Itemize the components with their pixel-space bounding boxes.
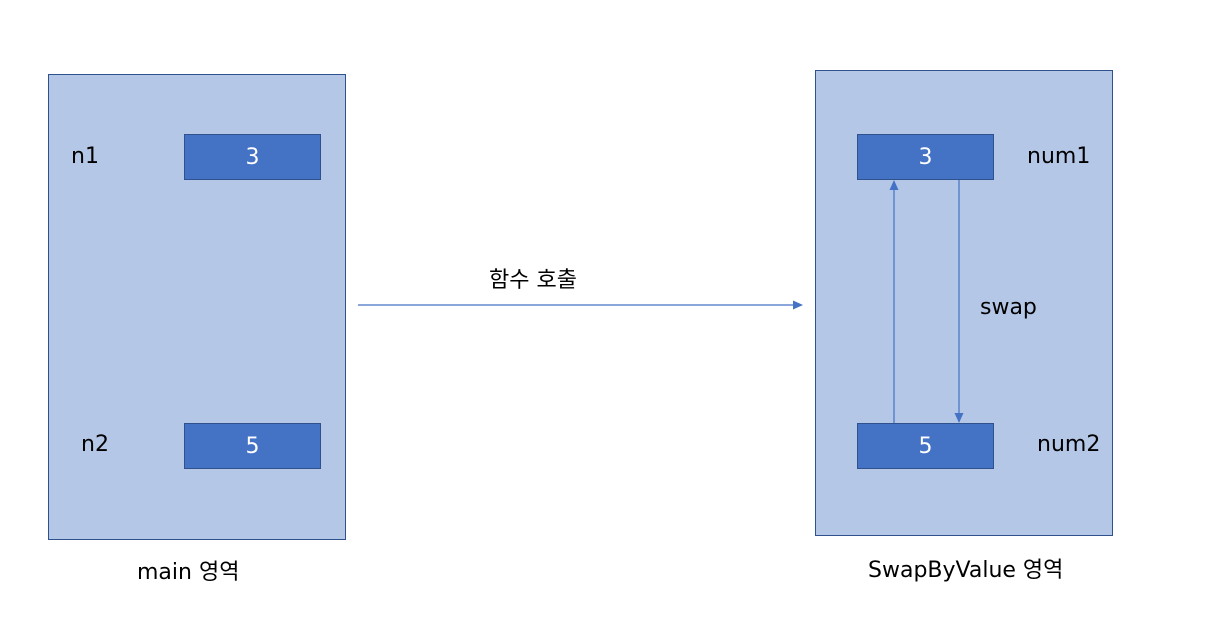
num1-value-cell: 3 (857, 134, 994, 180)
n2-value-cell: 5 (184, 423, 321, 469)
swap-label: swap (980, 295, 1037, 320)
n2-label: n2 (81, 432, 109, 457)
num2-label: num2 (1037, 432, 1101, 457)
n1-value-cell: 3 (184, 134, 321, 180)
swapbyvalue-region-caption: SwapByValue 영역 (868, 558, 1064, 583)
function-call-label: 함수 호출 (489, 268, 577, 293)
main-region-caption: main 영역 (137, 560, 240, 585)
function-call-arrow (358, 300, 803, 310)
num1-label: num1 (1027, 144, 1091, 169)
num2-value-cell: 5 (857, 423, 994, 469)
n1-label: n1 (71, 144, 99, 169)
